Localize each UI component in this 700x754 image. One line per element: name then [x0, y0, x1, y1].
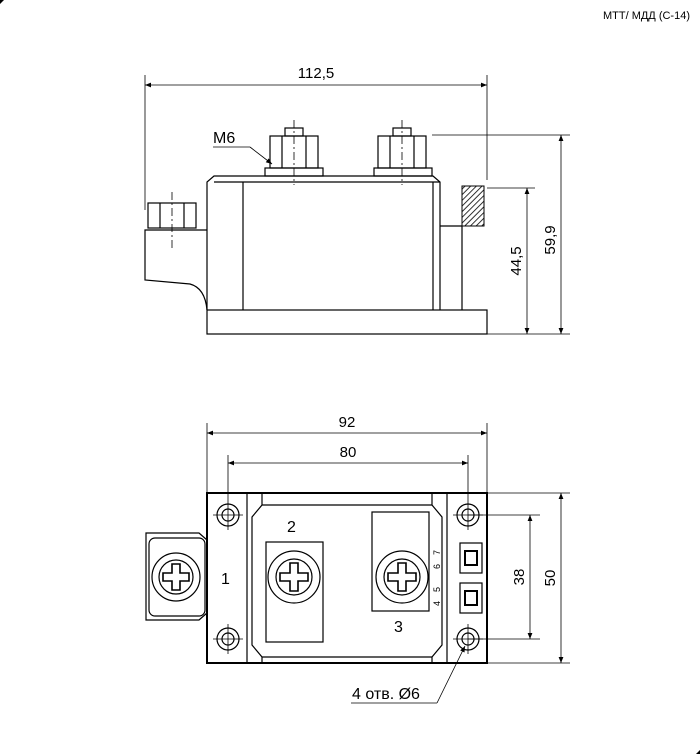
dimension-112-label: 112,5 — [298, 65, 334, 82]
terminal-1-label: 1 — [221, 571, 230, 588]
pin-4-label: 4 — [432, 601, 442, 606]
side-view: 112,5 44,5 59,9 — [144, 65, 570, 335]
pin-7-label: 7 — [432, 550, 442, 555]
cross-icon — [162, 563, 190, 591]
cross-icon — [279, 562, 309, 592]
top-view: 92 80 38 50 — [145, 414, 570, 704]
aux-pin-lower — [459, 582, 483, 614]
housing-body — [206, 175, 441, 310]
dimension-92-label: 92 — [339, 414, 356, 431]
terminal-2-label: 2 — [287, 519, 296, 536]
cross-icon — [387, 562, 417, 592]
terminal-3-label: 3 — [394, 619, 403, 636]
dimension-50-label: 50 — [542, 570, 559, 587]
corner-mark — [0, 0, 4, 4]
drawing-title: МТТ/ МДД (С-14) — [602, 10, 690, 22]
housing-outline — [206, 492, 488, 664]
screw-terminal-1 — [151, 552, 201, 602]
aux-connector — [461, 185, 485, 227]
terminal-2-pad — [265, 541, 324, 643]
dimension-38-label: 38 — [511, 569, 528, 586]
thread-label: М6 — [213, 130, 235, 147]
corner-mark — [696, 750, 700, 754]
dimension-59-label: 59,9 — [542, 225, 559, 254]
pin-5-label: 5 — [432, 587, 442, 592]
terminal-bracket — [144, 229, 208, 311]
terminal-3-pad — [371, 511, 430, 612]
base-plate — [206, 309, 488, 335]
aux-pin-upper — [459, 542, 483, 574]
terminal-1-tab — [145, 532, 208, 621]
pin-6-label: 6 — [432, 564, 442, 569]
screw-terminal-2 — [267, 550, 321, 604]
housing-inner — [251, 493, 443, 663]
dimension-44-label: 44,5 — [508, 246, 525, 275]
screw-terminal-3 — [375, 550, 429, 604]
holes-label: 4 отв. Ø6 — [352, 686, 420, 703]
washer-3 — [373, 167, 433, 177]
dimension-80-label: 80 — [340, 444, 357, 461]
